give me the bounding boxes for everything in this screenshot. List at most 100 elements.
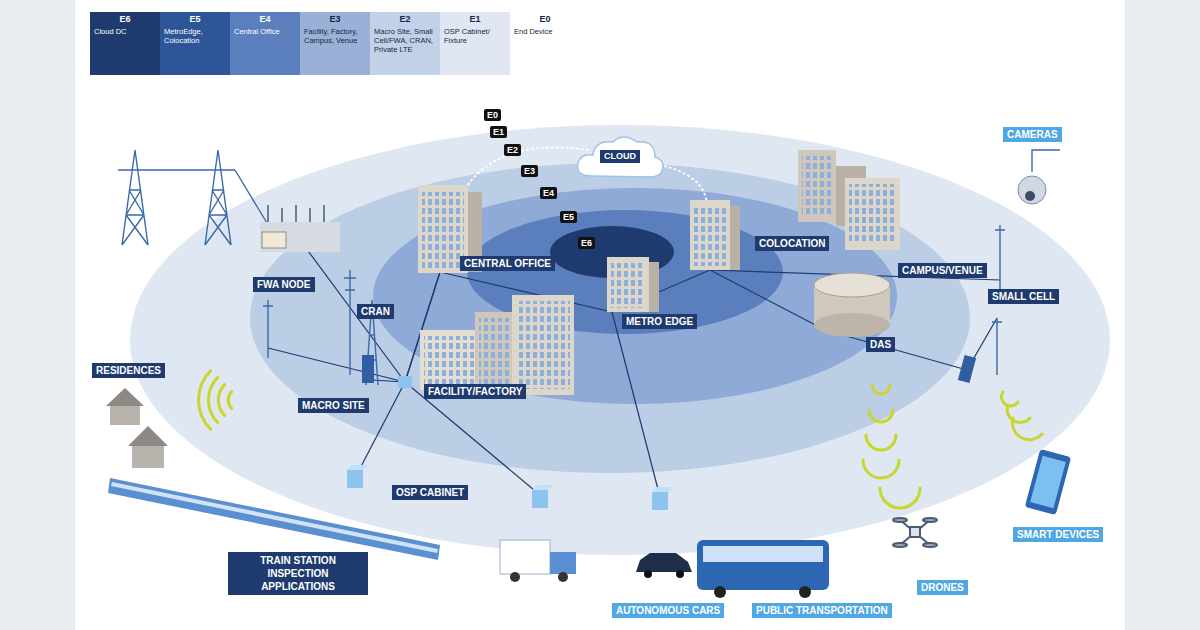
- tier-description: Macro Site, Small Cell/FWA, CRAN, Privat…: [374, 27, 436, 54]
- dotted-path: [445, 147, 707, 265]
- dotted-line: [660, 165, 707, 205]
- label-text: COLOCATION: [759, 238, 825, 249]
- label-text: FWA NODE: [257, 279, 311, 290]
- tier-description: OSP Cabinet/ Fixture: [444, 27, 506, 45]
- tier-code: E0: [514, 14, 576, 25]
- house-roof: [106, 388, 144, 406]
- power-tower: [118, 150, 270, 245]
- tower-lattice: [201, 150, 235, 245]
- das-stadium: [814, 273, 890, 337]
- tier-description: End Device: [514, 27, 576, 36]
- label-text: OSP CABINET: [396, 487, 464, 498]
- label-text: CAMERAS: [1007, 129, 1058, 140]
- truck: [500, 540, 576, 582]
- tier-column: E6Cloud DC: [90, 12, 160, 75]
- site-label: CENTRAL OFFICE: [460, 256, 555, 271]
- wheel: [644, 570, 652, 578]
- fwa-pole: [263, 300, 273, 358]
- building-face: [420, 330, 480, 390]
- label-text: DRONES: [921, 582, 964, 593]
- building-face: [845, 178, 900, 250]
- tier-description: Cloud DC: [94, 27, 156, 36]
- building-windows: [424, 336, 476, 384]
- colocation-building: [690, 200, 740, 270]
- building-windows: [849, 184, 896, 244]
- fiber-line: [405, 382, 540, 495]
- substation-base: [260, 222, 340, 252]
- osp-cabinets: [347, 376, 673, 510]
- zone-e0: [130, 125, 1110, 555]
- building-face: [475, 312, 515, 392]
- wave: [869, 410, 893, 422]
- wave: [872, 385, 890, 394]
- tier-description: MetroEdge, Colocation: [164, 27, 226, 45]
- tier-column: E1OSP Cabinet/ Fixture: [440, 12, 510, 75]
- train-body: [108, 478, 440, 560]
- power-wire: [152, 170, 270, 228]
- building-windows: [422, 192, 464, 268]
- panel: [75, 0, 1125, 630]
- site-label: OSP CABINET: [392, 485, 468, 500]
- label-text: CRAN: [361, 306, 390, 317]
- site-label: RESIDENCES: [92, 363, 165, 378]
- cran-tower: [344, 270, 356, 375]
- site-label: FWA NODE: [253, 277, 315, 292]
- building-face: [607, 257, 649, 312]
- truck-cab: [550, 552, 576, 574]
- cabinet-top: [532, 485, 553, 490]
- cabinet: [398, 376, 412, 388]
- cloud-shape: CLOUD: [572, 132, 668, 182]
- tier-column: E5MetroEdge, Colocation: [160, 12, 230, 75]
- building-windows: [694, 206, 726, 266]
- cabinet-top: [652, 487, 673, 492]
- wave: [1007, 405, 1030, 422]
- tier-column: E0End Device: [510, 12, 580, 75]
- site-label: METRO EDGE: [622, 314, 697, 329]
- tower-lattice: [118, 150, 152, 245]
- label-text: DAS: [870, 339, 891, 350]
- label-text: TRAIN STATION INSPECTION APPLICATIONS: [260, 555, 336, 592]
- site-label: MACRO SITE: [298, 398, 369, 413]
- tier-code: E1: [444, 14, 506, 25]
- tier-code: E3: [304, 14, 366, 25]
- label-text: CENTRAL OFFICE: [464, 258, 551, 269]
- site-label: CAMPUS/VENUE: [898, 263, 987, 278]
- building-windows: [611, 263, 645, 308]
- wave: [866, 435, 896, 450]
- metro-edge-building: [607, 257, 659, 312]
- car: [636, 553, 692, 578]
- substation-posts: [268, 205, 324, 222]
- drone-arms: [900, 520, 930, 545]
- camera: [1018, 176, 1046, 204]
- building-windows: [516, 301, 570, 389]
- building-side: [649, 262, 659, 312]
- label-text: METRO EDGE: [626, 316, 693, 327]
- fiber-line: [710, 270, 825, 330]
- camera-dome: [1018, 176, 1046, 204]
- wave: [199, 371, 211, 430]
- tier-code: E2: [374, 14, 436, 25]
- cabinet-top: [347, 465, 368, 470]
- site-label: SMALL CELL: [988, 289, 1059, 304]
- rotor: [923, 543, 937, 547]
- tier-column: E4Central Office: [230, 12, 300, 75]
- label-text: RESIDENCES: [96, 365, 161, 376]
- wave: [218, 385, 224, 416]
- site-label: FACILITY/FACTORY: [424, 384, 526, 399]
- house-roof: [128, 426, 168, 446]
- device-label: DRONES: [917, 580, 968, 595]
- device-label: CAMERAS: [1003, 127, 1062, 142]
- phone-body: [1025, 449, 1071, 515]
- stadium-top: [814, 273, 890, 297]
- tier-code: E5: [164, 14, 226, 25]
- device-label: SMART DEVICES: [1013, 527, 1103, 542]
- tier-code: E6: [94, 14, 156, 25]
- device-label: AUTONOMOUS CARS: [612, 603, 724, 618]
- label-text: CAMPUS/VENUE: [902, 265, 983, 276]
- car-body: [636, 553, 692, 572]
- site-label: TRAIN STATION INSPECTION APPLICATIONS: [228, 552, 368, 595]
- tier-column: E3Facility, Factory, Campus, Venue: [300, 12, 370, 75]
- label-text: SMALL CELL: [992, 291, 1055, 302]
- signal-waves: [199, 371, 1042, 508]
